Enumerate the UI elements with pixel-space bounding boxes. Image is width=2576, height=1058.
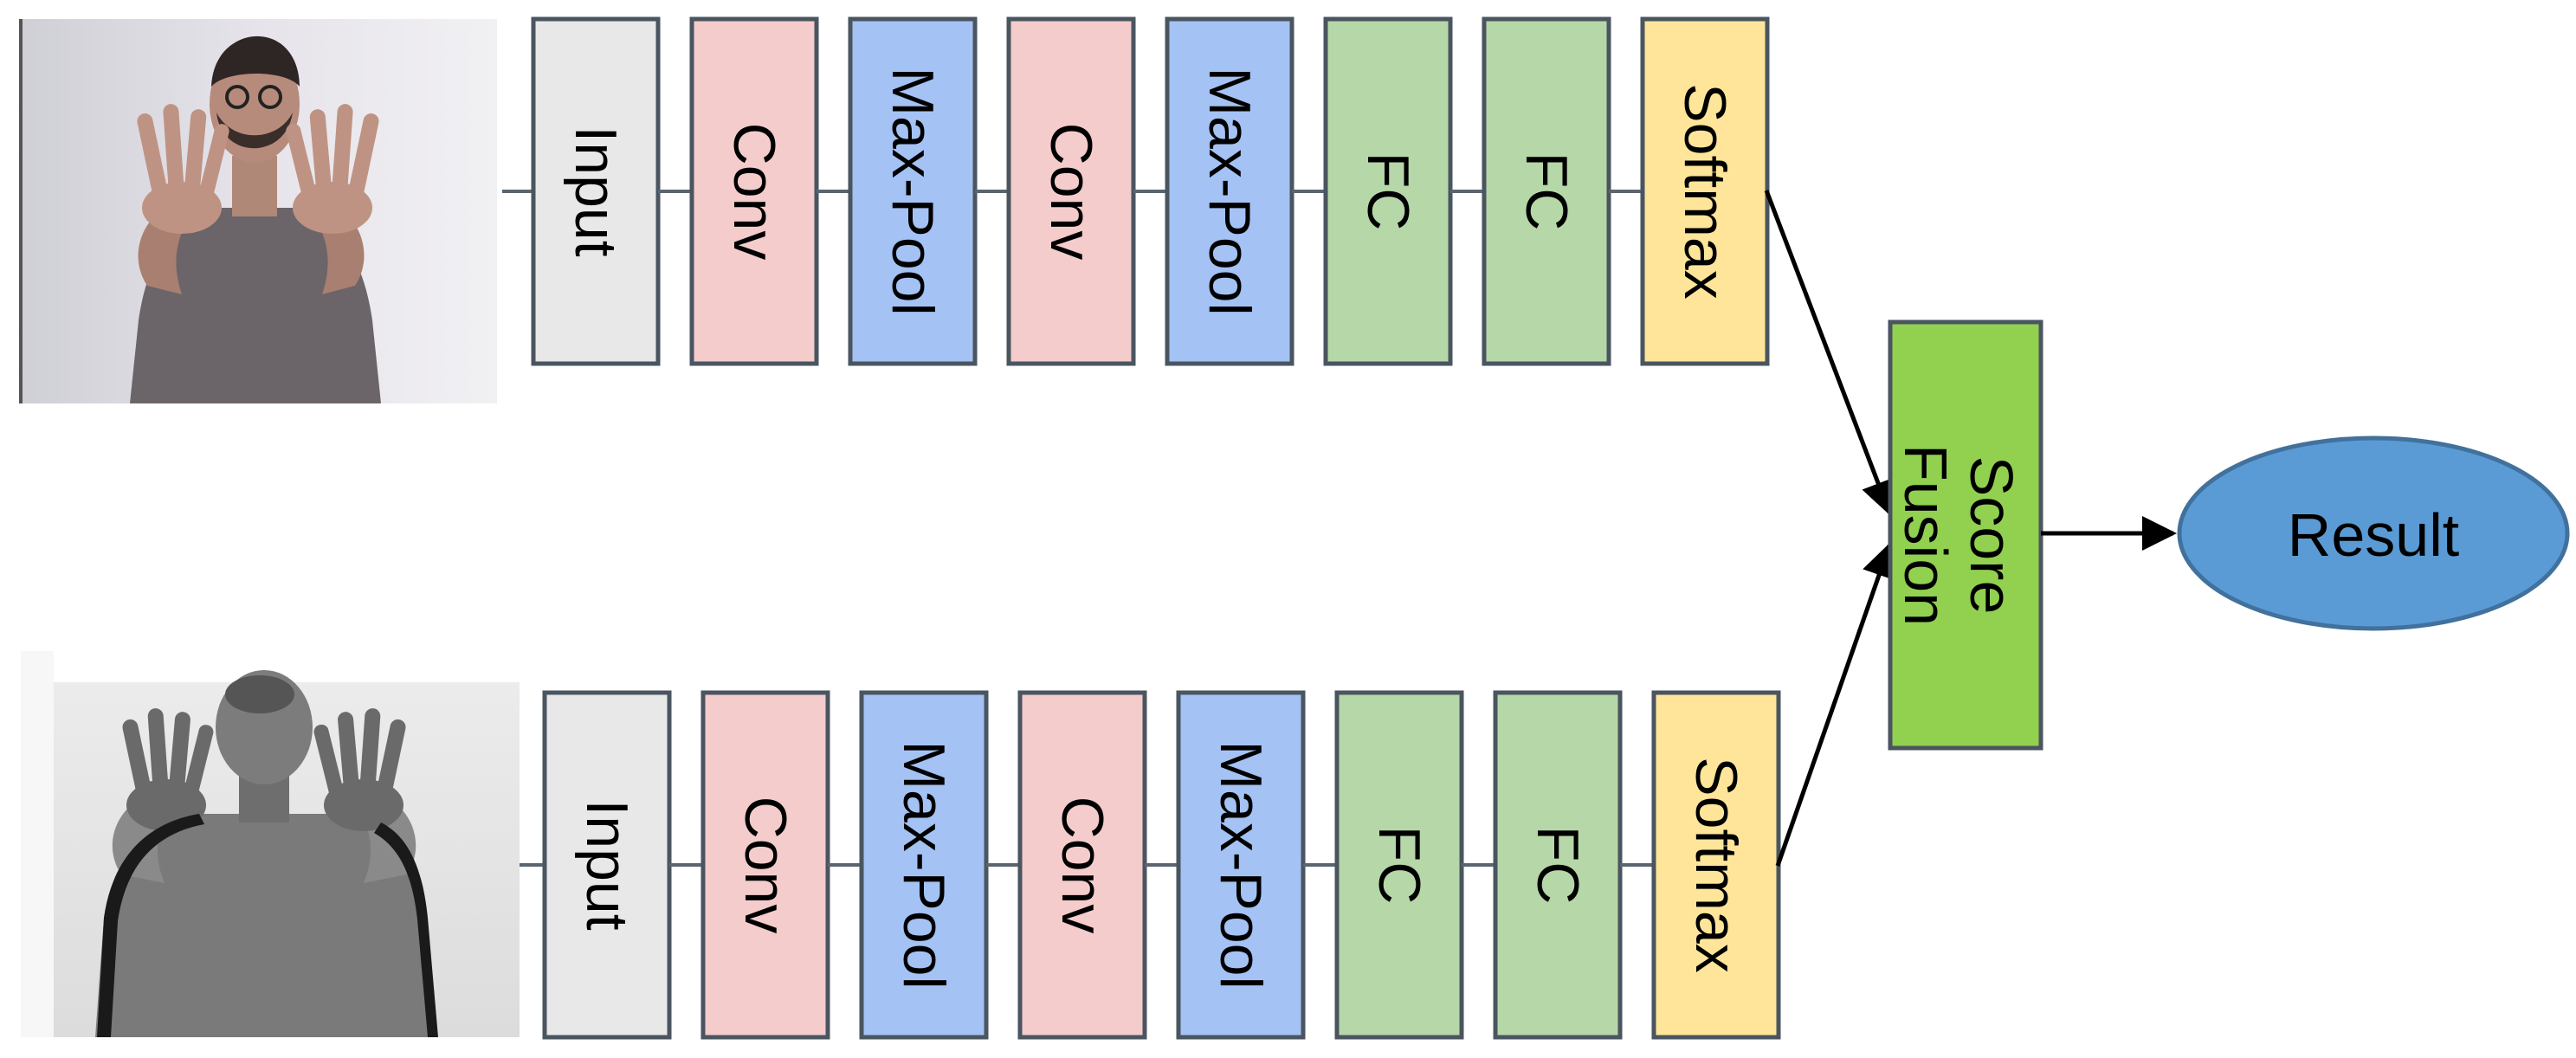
depth-stream: Input Conv Max-Pool Conv Max-Pool FC FC Softmax xyxy=(520,690,1781,1040)
layer-block-pool: Max-Pool xyxy=(859,690,989,1040)
layer-label: Max-Pool xyxy=(880,67,946,315)
layer-label: Conv xyxy=(733,797,798,934)
layer-block-fc: FC xyxy=(1334,690,1464,1040)
layer-box xyxy=(1482,16,1611,366)
layer-block-fc: FC xyxy=(1493,690,1623,1040)
layer-label: FC xyxy=(1525,826,1591,905)
layer-block-softmax: Softmax xyxy=(1651,690,1781,1040)
layer-block-pool: Max-Pool xyxy=(848,16,978,366)
layer-label: FC xyxy=(1366,826,1432,905)
rgb-gesture-photo xyxy=(19,19,497,403)
fusion-label-line1: Score xyxy=(1958,456,2025,615)
layer-label: Softmax xyxy=(1683,757,1749,972)
layer-box xyxy=(1640,16,1770,366)
fusion-label-line2: Fusion xyxy=(1892,444,1959,626)
rgb-stream: Input Conv Max-Pool Conv Max-Pool FC FC Softmax xyxy=(502,16,1770,366)
layer-label: FC xyxy=(1355,152,1421,231)
layer-block-softmax: Softmax xyxy=(1640,16,1770,366)
layer-block-conv: Conv xyxy=(1006,16,1136,366)
layer-box xyxy=(531,16,661,366)
layer-block-fc: FC xyxy=(1482,16,1611,366)
layer-label: Softmax xyxy=(1672,83,1738,299)
depth-gesture-photo xyxy=(21,651,520,1037)
layer-label: FC xyxy=(1514,152,1579,231)
layer-box xyxy=(848,16,978,366)
depth-to-fusion-arrow xyxy=(1775,542,1896,867)
layer-label: Max-Pool xyxy=(1197,67,1262,315)
layer-block-pool: Max-Pool xyxy=(1165,16,1294,366)
score-fusion-block: Score Fusion xyxy=(1888,319,2043,751)
layer-box xyxy=(700,690,830,1040)
layer-label: Max-Pool xyxy=(1208,740,1274,989)
layer-block-conv: Conv xyxy=(700,690,830,1040)
layer-box xyxy=(1006,16,1136,366)
layer-box xyxy=(1165,16,1294,366)
rgb-to-fusion-arrow xyxy=(1764,190,1895,516)
result-label: Result xyxy=(2288,501,2459,569)
layer-block-input: Input xyxy=(542,690,672,1040)
layer-box xyxy=(689,16,819,366)
result-node: Result xyxy=(2177,435,2570,631)
layer-block-fc: FC xyxy=(1323,16,1453,366)
layer-label: Max-Pool xyxy=(891,740,957,989)
layer-label: Conv xyxy=(1038,123,1104,261)
layer-label: Conv xyxy=(1049,797,1115,934)
layer-block-pool: Max-Pool xyxy=(1176,690,1306,1040)
layer-box xyxy=(542,690,672,1040)
layer-box xyxy=(859,690,989,1040)
layer-box xyxy=(1651,690,1781,1040)
layer-block-conv: Conv xyxy=(689,16,819,366)
layer-label: Input xyxy=(574,799,640,930)
layer-box xyxy=(1334,690,1464,1040)
layer-label: Conv xyxy=(721,123,787,261)
layer-block-input: Input xyxy=(531,16,661,366)
layer-block-conv: Conv xyxy=(1017,690,1147,1040)
layer-label: Input xyxy=(563,126,629,256)
